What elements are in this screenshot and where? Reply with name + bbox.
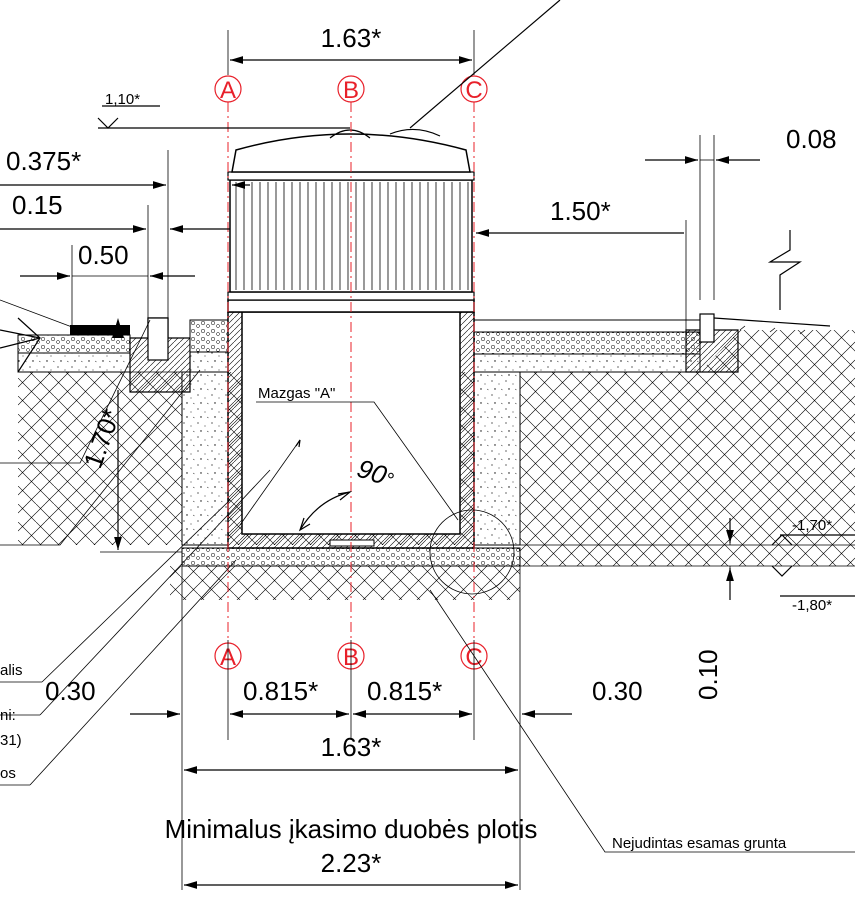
svg-text:0.815*: 0.815* [367,676,442,706]
left-note-leaders: alis ni: 31) os [0,299,271,786]
svg-text:0.375*: 0.375* [6,146,81,176]
dimension-left-offset-1: 0.375* [0,146,250,318]
dimension-right-offset: 1.50* [476,196,687,330]
svg-text:0.15: 0.15 [12,190,63,220]
svg-text:31): 31) [0,732,22,749]
svg-text:ni:: ni: [0,707,16,724]
axis-bubble-top-a: A [214,75,242,104]
axis-bubble-top-c: C [460,75,488,104]
svg-text:2.23*: 2.23* [321,848,382,878]
dimension-bottom-row: 0.30 0.815* 0.815* 0.30 1.63* [45,560,643,890]
dimension-depth: 1.70* [77,371,182,553]
svg-text:A: A [220,77,236,104]
svg-text:0.30: 0.30 [45,676,96,706]
svg-text:-1,80*: -1,80* [792,597,832,614]
undisturbed-soil-callout: Nejudintas esamas grunta [429,589,855,853]
svg-text:B: B [343,77,359,104]
svg-text:os: os [0,765,16,782]
svg-text:0.815*: 0.815* [243,676,318,706]
svg-text:C: C [465,77,482,104]
svg-text:Nejudintas esamas grunta: Nejudintas esamas grunta [612,835,787,852]
dimension-right-small: 0.08 [645,124,837,300]
lid-leader-line [409,0,561,129]
svg-text:1.50*: 1.50* [550,196,611,226]
break-line-icon [767,230,803,310]
level-top: 1,10* [97,91,350,129]
dimension-left-offset-2: 0.15 [0,190,230,318]
axis-lines [227,102,475,640]
road-surface-layers [17,313,831,393]
svg-text:0.50: 0.50 [78,240,129,270]
svg-text:Minimalus įkasimo duobės ploti: Minimalus įkasimo duobės plotis [165,814,538,844]
levels-bottom: -1,70* -1,80* 0.10 [520,517,855,700]
svg-text:Mazgas "A": Mazgas "A" [258,385,335,402]
dimension-top-width: 1.63* [227,23,475,75]
svg-text:1,10*: 1,10* [105,91,140,108]
svg-text:1.63*: 1.63* [321,732,382,762]
dimension-curb-width: 0.50 [20,240,195,325]
surface-marks [0,317,124,373]
svg-text:alis: alis [0,662,23,679]
axis-bubble-top-b: B [337,75,365,104]
node-a-callout: Mazgas "A" [256,385,515,595]
min-pit-width: Minimalus įkasimo duobės plotis 2.23* [165,814,538,889]
svg-text:0.08: 0.08 [786,124,837,154]
svg-text:0.30: 0.30 [592,676,643,706]
sand-backfill [181,371,521,546]
svg-text:0.10: 0.10 [693,649,723,700]
svg-text:1.63*: 1.63* [321,23,382,53]
svg-text:-1,70*: -1,70* [792,517,832,534]
